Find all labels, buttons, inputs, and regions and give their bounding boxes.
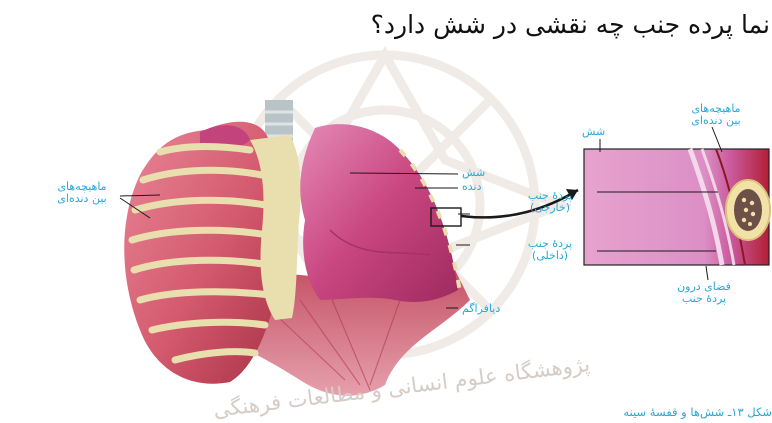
label-rib: دنده — [462, 181, 482, 193]
label-line: (خارجی) — [518, 202, 582, 214]
label-line: بین دنده‌ای — [38, 193, 126, 205]
label-line: (داخلی) — [518, 250, 582, 262]
label-line: پردهٔ جنب — [664, 293, 744, 305]
label-lung: شش — [462, 167, 485, 179]
label-detail-lung: شش — [582, 126, 605, 138]
detail-inset — [584, 149, 770, 265]
label-inner-pleura: پردهٔ جنب (داخلی) — [518, 238, 582, 262]
figure-caption: شکل ۱۳ـ شش‌ها و قفسهٔ سینه — [556, 405, 772, 419]
label-intercostal-muscles-left: ماهیچه‌های بین دنده‌ای — [38, 181, 126, 205]
label-outer-pleura: پردهٔ جنب (خارجی) — [518, 190, 582, 214]
label-line: بین دنده‌ای — [676, 115, 756, 127]
label-detail-intercostal: ماهیچه‌های بین دنده‌ای — [676, 103, 756, 127]
label-diaphragm: دیافراگم — [462, 303, 500, 315]
label-pleural-space: فضای درون پردهٔ جنب — [664, 281, 744, 305]
rib-cage — [124, 122, 275, 384]
